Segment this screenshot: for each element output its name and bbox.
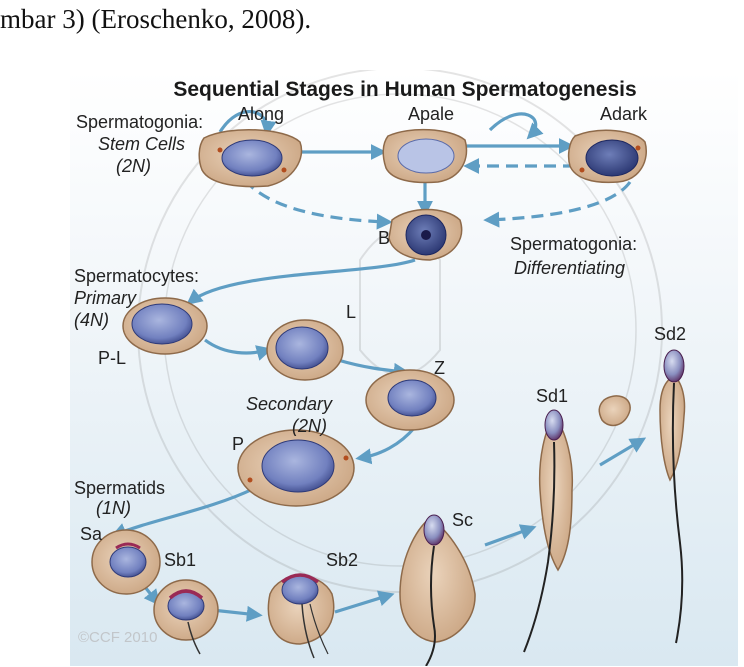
label-l: L [346,302,356,322]
label-spermatocytes: Spermatocytes: [74,266,199,286]
label-secondary-ploidy: (2N) [292,416,327,436]
cell-l [267,320,343,380]
label-sd1: Sd1 [536,386,568,406]
label-adark: Adark [600,104,648,124]
cell-sa [92,530,160,594]
spermatogenesis-diagram: Sequential Stages in Human Spermatogenes… [70,70,738,666]
label-spermatogonia-diff: Spermatogonia: [510,234,637,254]
label-stem-ploidy: (2N) [116,156,151,176]
figure-title: Sequential Stages in Human Spermatogenes… [173,78,636,101]
cell-apale [383,130,466,183]
label-sd2: Sd2 [654,324,686,344]
cell-p [238,430,354,506]
label-sa: Sa [80,524,103,544]
label-sb1: Sb1 [164,550,196,570]
label-stem-cells: Stem Cells [98,134,185,154]
label-spermatids: Spermatids [74,478,165,498]
label-primary: Primary [74,288,137,308]
spermatogenesis-figure: Sequential Stages in Human Spermatogenes… [70,70,738,666]
copyright-mark: ©CCF 2010 [78,629,157,646]
label-spermatogonia-stem: Spermatogonia: [76,112,203,132]
cell-z [366,370,454,430]
label-p: P [232,434,244,454]
label-apale: Apale [408,104,454,124]
label-spermatid-ploidy: (1N) [96,498,131,518]
cell-along [199,130,301,187]
label-along: Along [238,104,284,124]
cell-adark [569,130,647,182]
label-b: B [378,228,390,248]
label-z: Z [434,358,445,378]
cell-b [389,210,462,261]
label-secondary: Secondary [246,394,333,414]
label-sb2: Sb2 [326,550,358,570]
label-differentiating: Differentiating [514,258,625,278]
body-text-line: mbar 3) (Eroschenko, 2008). [0,4,744,38]
label-primary-ploidy: (4N) [74,310,109,330]
label-sc: Sc [452,510,473,530]
label-pl: P-L [98,348,126,368]
